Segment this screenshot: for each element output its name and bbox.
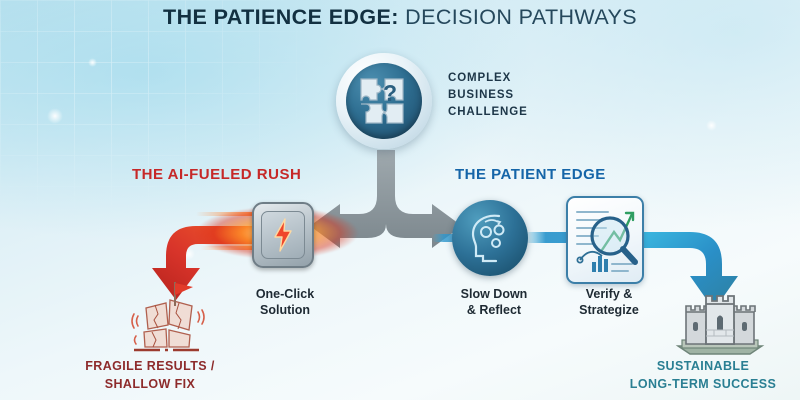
outcome-label-right: SUSTAINABLE LONG-TERM SUCCESS bbox=[608, 357, 798, 393]
caption-slow-down-reflect: Slow Down & Reflect bbox=[441, 286, 547, 318]
outcome-right-line1: SUSTAINABLE bbox=[656, 359, 750, 373]
bolt-button-face bbox=[261, 211, 305, 259]
document-magnifier-chart-icon bbox=[566, 196, 648, 284]
central-node: ? bbox=[336, 53, 432, 149]
branch-heading-right: THE PATIENT EDGE bbox=[455, 166, 606, 183]
outcome-left-line2: SHALLOW FIX bbox=[104, 377, 196, 391]
central-node-label: COMPLEX BUSINESS CHALLENGE bbox=[448, 70, 578, 121]
cracked-puzzle-flag-icon bbox=[122, 272, 218, 356]
lightning-bolt-button-icon bbox=[192, 198, 362, 270]
caption-line2: Strategize bbox=[579, 303, 639, 317]
puzzle-question-icon: ? bbox=[346, 63, 422, 139]
background-spark bbox=[706, 120, 717, 131]
svg-text:?: ? bbox=[383, 80, 397, 106]
outcome-label-left: FRAGILE RESULTS / SHALLOW FIX bbox=[62, 357, 238, 393]
caption-line1: Slow Down bbox=[460, 287, 528, 301]
castle-fortress-icon bbox=[672, 288, 768, 358]
outcome-right-line2: LONG-TERM SUCCESS bbox=[629, 377, 777, 391]
central-label-line3: CHALLENGE bbox=[448, 106, 528, 118]
background-spark bbox=[88, 58, 97, 67]
caption-line2: Solution bbox=[260, 303, 310, 317]
central-label-line1: COMPLEX bbox=[448, 72, 512, 84]
bolt-button-frame bbox=[252, 202, 314, 268]
brain-disc bbox=[452, 200, 528, 276]
central-label-line2: BUSINESS bbox=[448, 89, 514, 101]
page-title: THE PATIENCE EDGE: DECISION PATHWAYS bbox=[0, 5, 800, 30]
caption-one-click-solution: One-Click Solution bbox=[233, 286, 337, 318]
background-spark bbox=[47, 108, 63, 124]
branch-heading-left: THE AI-FUELED RUSH bbox=[132, 166, 302, 183]
document-card bbox=[566, 196, 644, 284]
outcome-left-line1: FRAGILE RESULTS / bbox=[85, 359, 215, 373]
page-title-light: DECISION PATHWAYS bbox=[398, 5, 637, 29]
page-title-strong: THE PATIENCE EDGE: bbox=[163, 5, 399, 29]
caption-verify-strategize: Verify & Strategize bbox=[556, 286, 662, 318]
head-with-gears-icon bbox=[452, 200, 528, 276]
caption-line1: Verify & bbox=[585, 287, 633, 301]
caption-line2: & Reflect bbox=[466, 303, 522, 317]
caption-line1: One-Click bbox=[255, 287, 315, 301]
